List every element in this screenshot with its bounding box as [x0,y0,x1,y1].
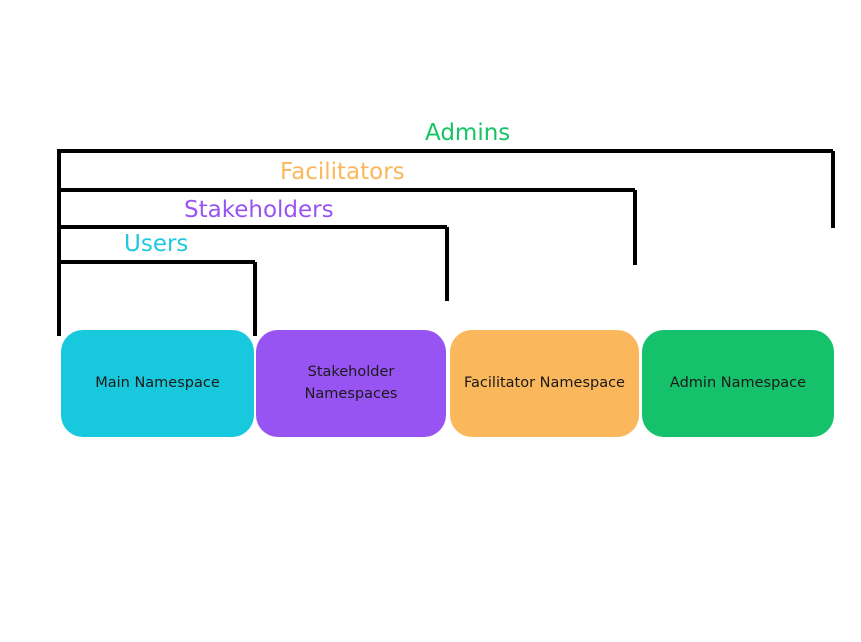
tier-label-facilitators: Facilitators [280,159,405,185]
namespace-label-admin: Admin Namespace [669,374,807,391]
tier-label-stakeholders: Stakeholders [184,197,334,223]
namespace-label-facilitator: Facilitator Namespace [464,374,625,391]
tier-label-users: Users [124,231,189,257]
namespace-box-stakeholder[interactable]: Stakeholder Namespaces [256,330,446,437]
namespace-box-main[interactable]: Main Namespace [61,330,254,437]
namespace-box-facilitator[interactable]: Facilitator Namespace [450,330,639,437]
tier-label-admins: Admins [425,120,511,146]
namespace-label-main: Main Namespace [95,374,220,391]
namespace-label-stakeholder: Stakeholder Namespaces [304,363,398,402]
namespace-box-admin[interactable]: Admin Namespace [642,330,834,437]
